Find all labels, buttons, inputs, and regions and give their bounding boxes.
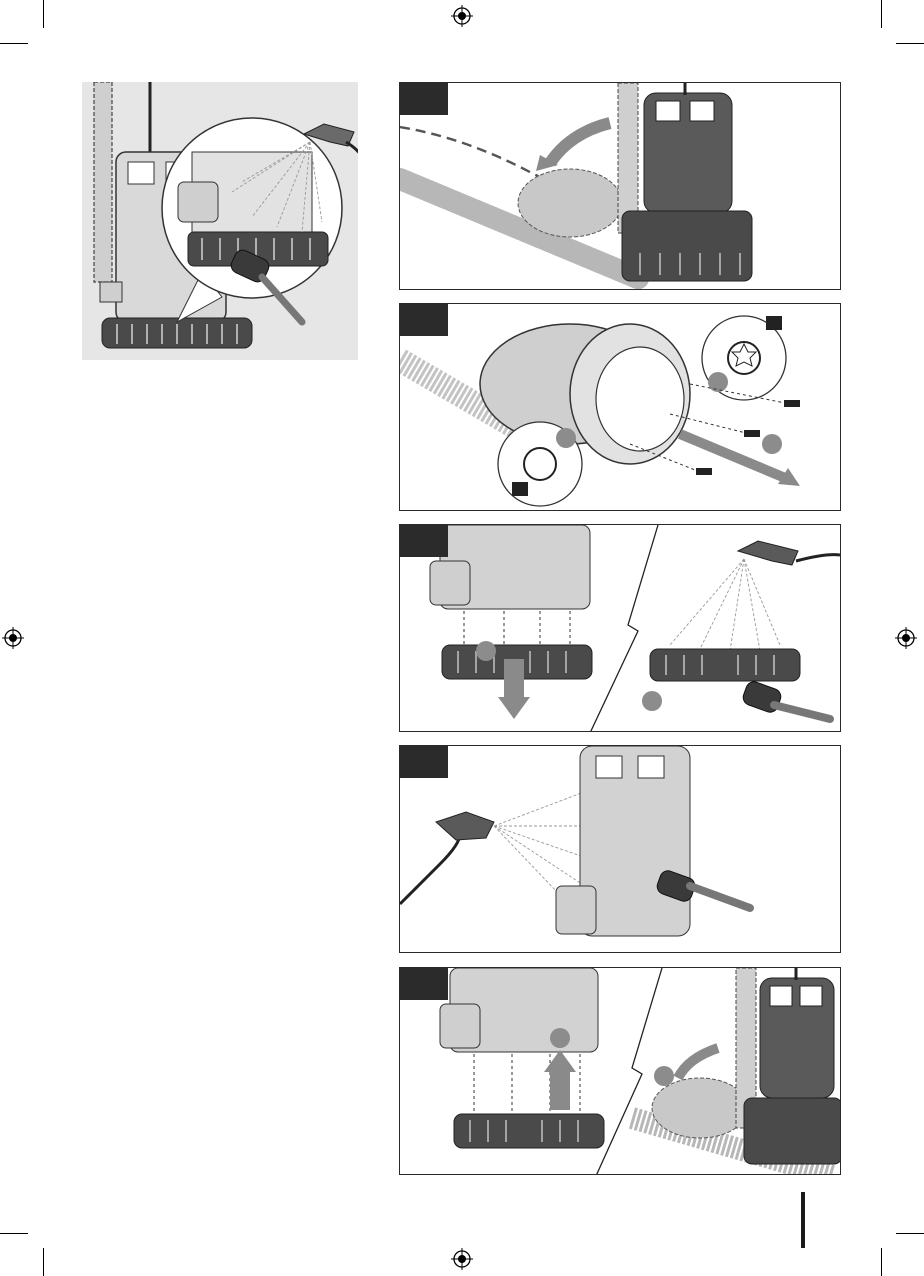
registration-mark-left-icon xyxy=(2,627,24,649)
unlock-icon xyxy=(766,316,782,330)
unlock-icon xyxy=(512,482,528,496)
crop-mark-bottom-left-h xyxy=(0,1233,28,1234)
registration-mark-right-icon xyxy=(895,627,917,649)
step-panel-2 xyxy=(399,303,841,511)
step-panel-3 xyxy=(399,524,841,732)
crop-mark-top-right-h xyxy=(896,43,924,44)
step-tag-3 xyxy=(400,525,448,557)
step-tag-5 xyxy=(400,968,448,1000)
crop-mark-bottom-right-h xyxy=(896,1233,924,1234)
registration-mark-top-icon xyxy=(451,5,473,27)
crop-mark-top-left-v xyxy=(43,0,44,28)
step-panel-4 xyxy=(399,745,841,953)
step-tag-4 xyxy=(400,746,448,778)
overview-illustration xyxy=(82,82,358,360)
page-edge-marker xyxy=(801,1192,805,1248)
crop-mark-bottom-right-v xyxy=(881,1248,882,1276)
crop-mark-bottom-left-v xyxy=(43,1248,44,1276)
step-tag-1 xyxy=(400,83,448,115)
step-panel-1 xyxy=(399,82,841,290)
step-panel-5 xyxy=(399,967,841,1175)
step-tag-2 xyxy=(400,304,448,336)
crop-mark-top-right-v xyxy=(881,0,882,28)
crop-mark-top-left-h xyxy=(0,43,28,44)
registration-mark-bottom-icon xyxy=(451,1248,473,1270)
